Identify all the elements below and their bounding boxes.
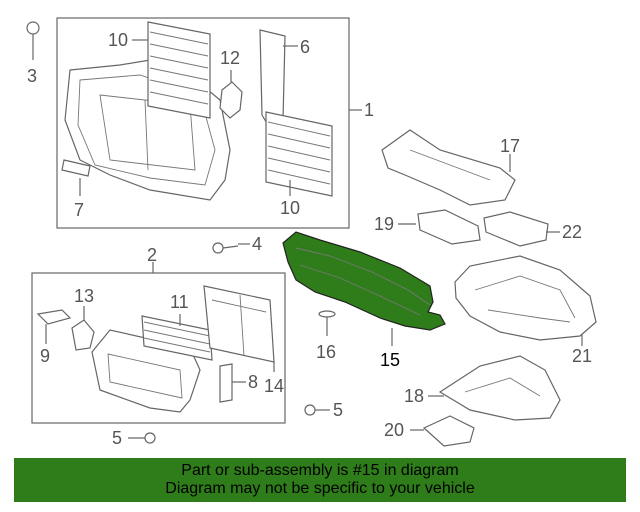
callout-4: 4 (252, 234, 262, 254)
callout-10b: 10 (280, 198, 300, 218)
underbody-shield-part-21 (454, 255, 597, 341)
assembly-box-1 (56, 17, 350, 229)
fitment-notice-banner: Part or sub-assembly is #15 in diagram D… (14, 458, 626, 502)
shield-part-22 (483, 211, 549, 247)
banner-line-2: Diagram may not be specific to your vehi… (165, 480, 475, 497)
bolt-part-5-right (304, 404, 330, 416)
callout-3: 3 (27, 66, 37, 86)
callout-17: 17 (500, 136, 520, 156)
callout-12: 12 (220, 48, 240, 68)
callout-19: 19 (374, 214, 394, 234)
air-shutter-10-lower (265, 111, 333, 197)
callout-2: 2 (147, 245, 157, 265)
bracket-part-9 (36, 309, 72, 325)
callout-5b: 5 (112, 428, 122, 448)
bracket-part-17 (381, 129, 516, 206)
seal-part-12 (219, 81, 243, 119)
callout-22: 22 (562, 222, 582, 242)
callout-8: 8 (248, 372, 258, 392)
clip-part-3 (26, 21, 40, 60)
shield-part-20 (422, 415, 475, 447)
seal-part-13 (71, 319, 95, 351)
callout-16: 16 (316, 342, 336, 362)
callout-20: 20 (384, 420, 404, 440)
callout-15: 15 (380, 350, 400, 370)
callout-1: 1 (364, 100, 374, 120)
bracket-part-6 (259, 29, 286, 126)
assembly-box-2 (31, 272, 286, 424)
bracket-part-8 (219, 363, 233, 403)
shield-part-18 (438, 355, 561, 421)
air-shutter-10-top (147, 21, 211, 119)
callout-11: 11 (170, 292, 189, 312)
pin-part-16 (318, 310, 336, 336)
banner-line-1: Part or sub-assembly is #15 in diagram (181, 462, 459, 479)
bolt-part-4 (212, 242, 239, 254)
callout-6: 6 (300, 37, 310, 57)
callout-9: 9 (40, 346, 50, 366)
bracket-part-7 (61, 159, 91, 177)
deflector-part-15-highlighted (282, 231, 446, 331)
callout-10a: 10 (108, 30, 128, 50)
callout-13: 13 (74, 286, 94, 306)
shield-part-19 (417, 209, 481, 245)
callout-14: 14 (264, 376, 284, 396)
bolt-part-5-bottom (128, 432, 156, 444)
callout-21: 21 (572, 346, 592, 366)
callout-5a: 5 (333, 400, 343, 420)
callout-7: 7 (74, 200, 84, 220)
air-shutter-part-11 (141, 315, 213, 361)
frame-panel (203, 285, 275, 363)
callout-18: 18 (404, 386, 424, 406)
